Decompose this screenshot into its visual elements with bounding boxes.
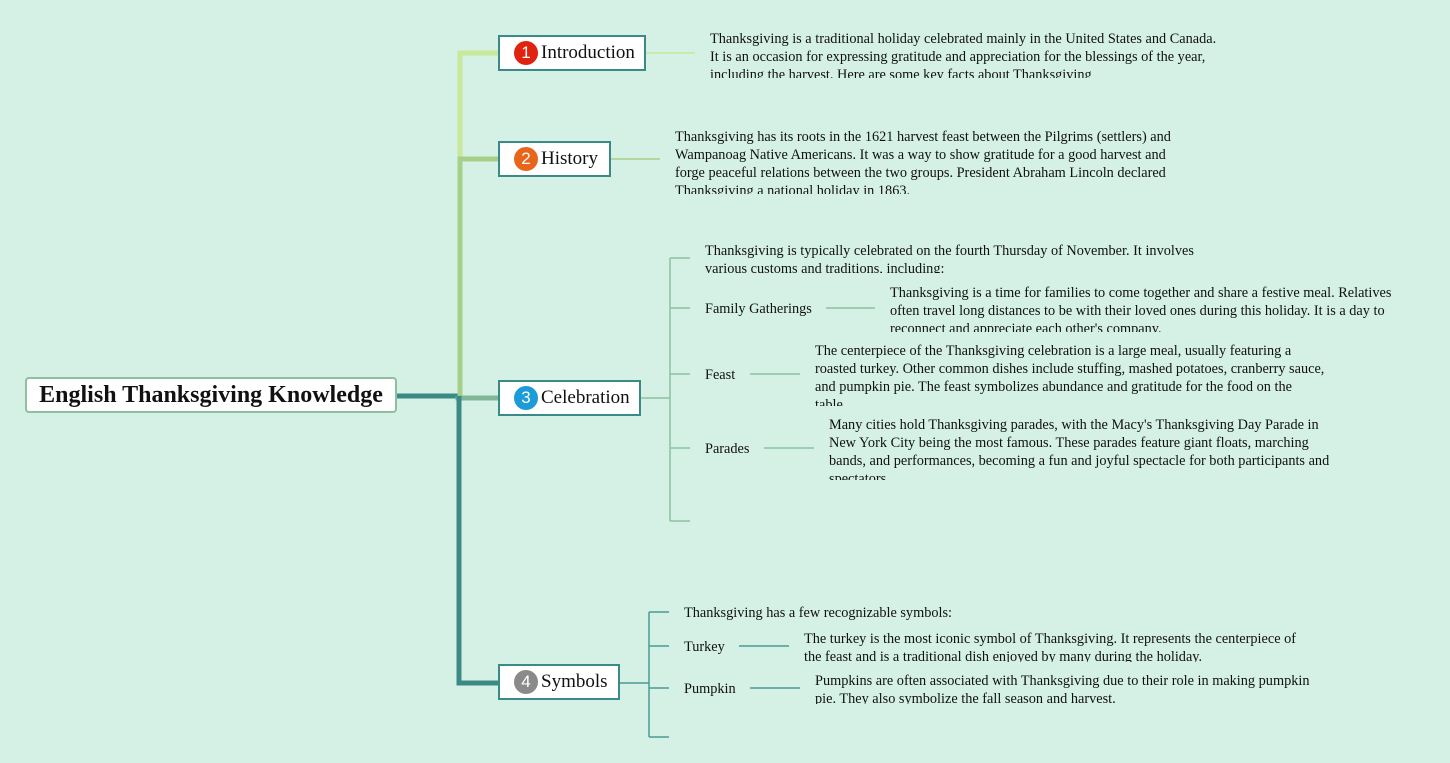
topic-celebration[interactable]: 3 Celebration bbox=[498, 380, 641, 416]
bracket-symbols bbox=[619, 611, 669, 738]
subtopic-family-gatherings[interactable]: Family Gatherings bbox=[705, 301, 812, 317]
topic-label: Celebration bbox=[541, 387, 630, 408]
topic-history[interactable]: 2 History bbox=[498, 141, 611, 177]
number-3-badge-icon: 3 bbox=[514, 386, 538, 410]
family-gatherings-text: Thanksgiving is a time for families to c… bbox=[890, 285, 1392, 332]
subtopic-parades[interactable]: Parades bbox=[705, 441, 750, 457]
topic-label: Symbols bbox=[541, 671, 608, 692]
pumpkin-text: Pumpkins are often associated with Thank… bbox=[815, 673, 1310, 704]
number-1-badge-icon: 1 bbox=[514, 41, 538, 65]
topic-label: Introduction bbox=[541, 42, 635, 63]
trunk-symbols bbox=[456, 396, 499, 686]
subtopic-turkey[interactable]: Turkey bbox=[684, 639, 725, 655]
turkey-text: The turkey is the most iconic symbol of … bbox=[804, 631, 1297, 662]
topic-label: History bbox=[541, 148, 598, 169]
introduction-text: Thanksgiving is a traditional holiday ce… bbox=[710, 31, 1217, 78]
topic-introduction[interactable]: 1 Introduction bbox=[498, 35, 646, 71]
root-topic[interactable]: English Thanksgiving Knowledge bbox=[25, 377, 397, 413]
symbols-text: Thanksgiving has a few recognizable symb… bbox=[684, 605, 952, 621]
feast-text: The centerpiece of the Thanksgiving cele… bbox=[815, 343, 1325, 406]
subtopic-feast[interactable]: Feast bbox=[705, 367, 736, 383]
trunk-history bbox=[457, 156, 499, 396]
parades-text: Many cities hold Thanksgiving parades, w… bbox=[829, 417, 1330, 480]
trunk-intro bbox=[457, 50, 499, 396]
celebration-text: Thanksgiving is typically celebrated on … bbox=[705, 243, 1194, 273]
topic-symbols[interactable]: 4 Symbols bbox=[498, 664, 620, 700]
subtopic-pumpkin[interactable]: Pumpkin bbox=[684, 681, 736, 697]
number-4-badge-icon: 4 bbox=[514, 670, 538, 694]
trunk-celebration bbox=[455, 395, 499, 401]
bracket-celebration bbox=[640, 257, 690, 522]
number-2-badge-icon: 2 bbox=[514, 147, 538, 171]
history-text: Thanksgiving has its roots in the 1621 h… bbox=[675, 129, 1171, 194]
root-title: English Thanksgiving Knowledge bbox=[39, 381, 383, 408]
